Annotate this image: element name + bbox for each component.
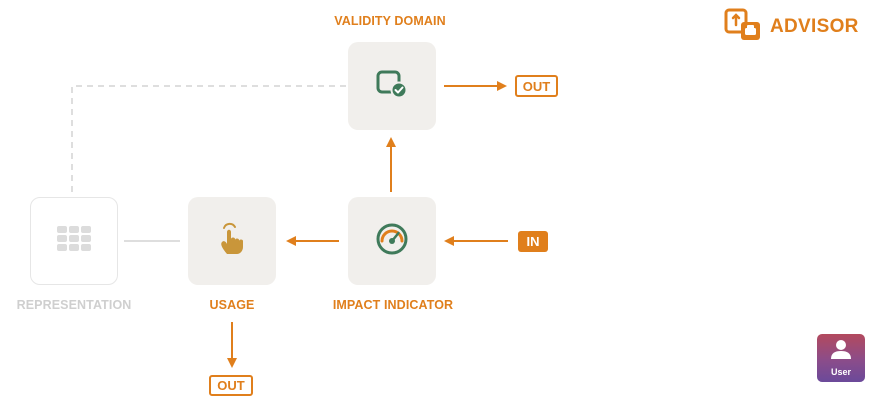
- dashed-feedback-line: [71, 85, 346, 192]
- brand-name: ADVISOR: [770, 15, 859, 37]
- usage-out-tag: OUT: [209, 375, 253, 396]
- validity-out-tag: OUT: [515, 75, 558, 97]
- representation-label: REPRESENTATION: [16, 298, 132, 312]
- brand-header: ADVISOR: [724, 6, 859, 47]
- advisor-logo-icon: [724, 6, 762, 47]
- usage-node[interactable]: [188, 197, 276, 285]
- validated-device-icon: [375, 69, 409, 104]
- user-icon: [830, 338, 852, 365]
- user-label: User: [830, 367, 851, 377]
- user-button[interactable]: User: [817, 334, 865, 382]
- usage-label: USAGE: [209, 298, 255, 312]
- grid-icon: [57, 225, 91, 257]
- gauge-icon: [375, 222, 409, 261]
- impact-in-tag: IN: [518, 231, 548, 252]
- representation-node[interactable]: [30, 197, 118, 285]
- impact-indicator-node[interactable]: [348, 197, 436, 285]
- impact-indicator-label: IMPACT INDICATOR: [332, 298, 454, 312]
- validity-domain-node[interactable]: [348, 42, 436, 130]
- tap-hand-icon: [215, 221, 249, 262]
- validity-domain-label: VALIDITY DOMAIN: [334, 14, 446, 28]
